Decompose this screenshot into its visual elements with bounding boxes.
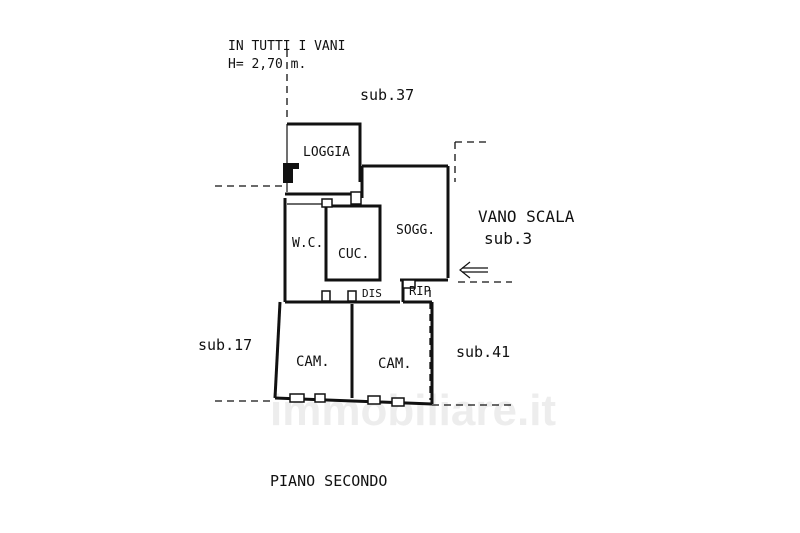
floor-label: PIANO SECONDO: [270, 472, 387, 490]
entrance-arrow-icon: [459, 261, 488, 279]
room-label-storage: RIP: [409, 284, 431, 298]
room-label-bedroom-right: CAM.: [378, 356, 412, 372]
boundary-lines: [215, 50, 512, 406]
openings: [283, 163, 416, 407]
room-label-living: SOGG.: [396, 223, 435, 238]
room-label-wc: W.C.: [292, 236, 323, 251]
neighbor-left-label: sub.17: [198, 336, 252, 354]
stair-sub-label: sub.3: [484, 229, 532, 248]
walls: [273, 122, 450, 406]
neighbor-top-label: sub.37: [360, 86, 414, 104]
room-label-hall: DIS: [362, 287, 382, 300]
height-note-line1: IN TUTTI I VANI: [228, 39, 345, 54]
room-label-bedroom-left: CAM.: [296, 354, 330, 370]
watermark: immobiliare.it: [270, 386, 556, 435]
stair-label: VANO SCALA: [478, 207, 575, 226]
room-label-kitchen: CUC.: [338, 247, 369, 262]
height-note-line2: H= 2,70 m.: [228, 57, 306, 72]
neighbor-right-label: sub.41: [456, 343, 510, 361]
room-label-loggia: LOGGIA: [303, 145, 350, 160]
